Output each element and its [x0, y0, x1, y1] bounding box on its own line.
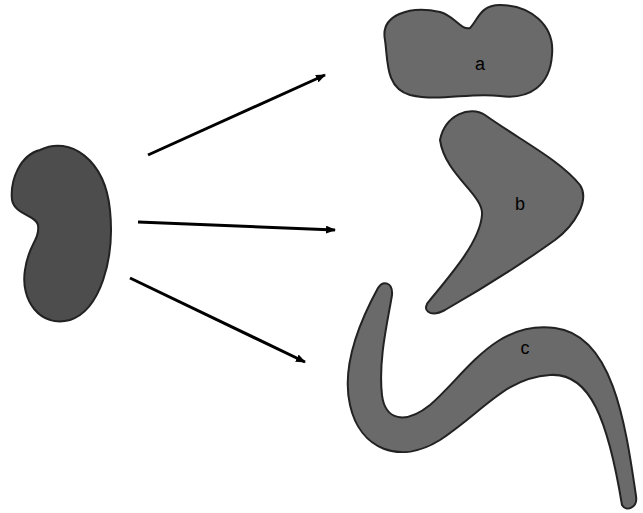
arrow — [130, 278, 305, 362]
shape-label: c — [521, 339, 530, 357]
shape-label: a — [475, 55, 485, 73]
cell-body — [384, 5, 552, 98]
cell-body — [348, 283, 637, 508]
cell-shape: b — [415, 100, 590, 325]
arrow — [138, 222, 335, 230]
cell-body — [426, 111, 583, 313]
shape-label: b — [515, 195, 525, 213]
arrow — [148, 75, 325, 155]
original-cell — [12, 146, 111, 322]
cell-outline — [340, 278, 642, 512]
cell-shape: a — [378, 0, 558, 105]
cell-outline — [415, 100, 590, 325]
cell-shape: c — [340, 278, 642, 512]
cell-outline — [378, 0, 558, 105]
